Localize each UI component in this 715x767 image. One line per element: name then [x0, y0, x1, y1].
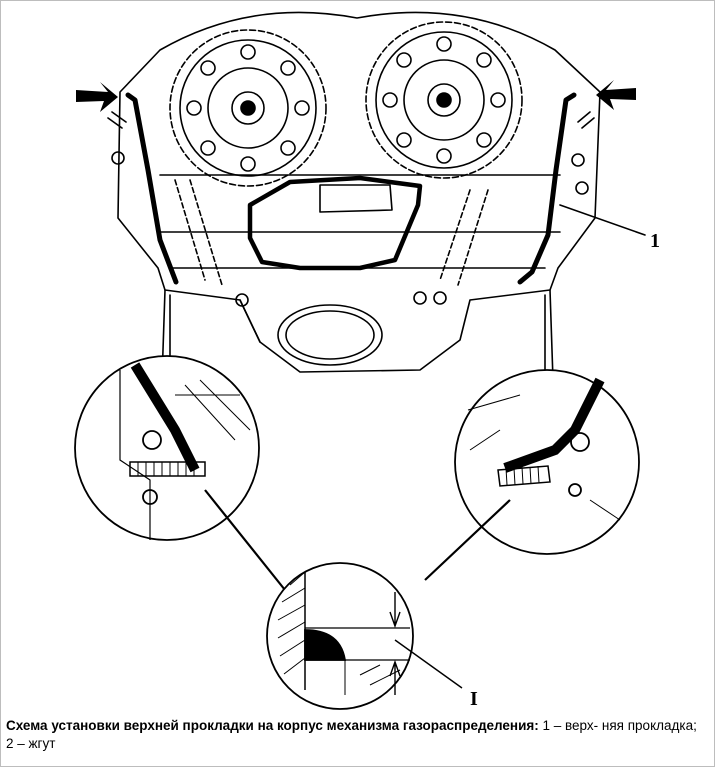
top-gasket: [125, 92, 577, 285]
arrow-right-icon: [596, 80, 636, 110]
callout-1-label: 1: [650, 230, 660, 252]
engine-timing-diagram: 1 I: [74, 11, 660, 710]
caption-text: 1 – верх- няя прокладка; 2 – жгут: [6, 718, 697, 751]
callout-I-label: I: [470, 688, 478, 710]
arrow-left-icon: [76, 82, 118, 112]
detail-circle-left: [74, 355, 260, 541]
caption-title: Схема установки верхней прокладки на кор…: [6, 718, 539, 733]
detail-circle-bottom: [266, 562, 463, 710]
center-gasket: [247, 175, 423, 271]
timing-case-outline: [117, 11, 601, 373]
cam-sprocket-right: [365, 21, 523, 179]
figure-caption: Схема установки верхней прокладки на кор…: [6, 717, 708, 753]
cam-sprocket-left: [169, 29, 327, 187]
callout-I-leader: [394, 639, 463, 689]
callout-1-leader: [559, 204, 646, 236]
